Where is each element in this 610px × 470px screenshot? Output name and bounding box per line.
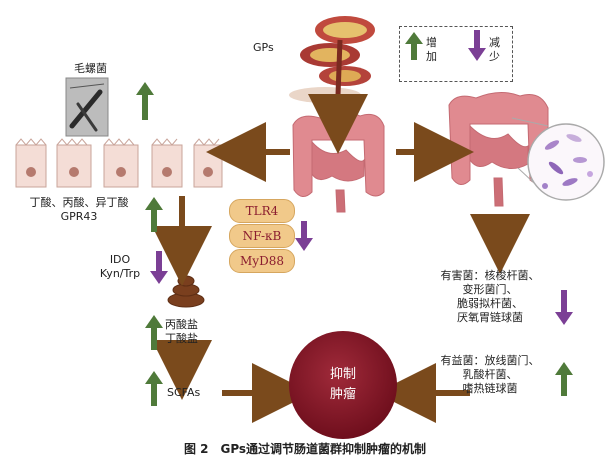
decrease-arrows — [150, 30, 573, 325]
pathway-down-arrow-icon — [295, 221, 313, 251]
bacteria-zoom-icon — [511, 117, 605, 201]
legend-down-arrow-icon — [468, 30, 486, 61]
legend-box — [399, 26, 513, 82]
myd88-pill: MyD88 — [229, 249, 295, 273]
salts-label: 丙酸盐 丁酸盐 — [165, 318, 198, 345]
beneficial-bacteria-label: 有益菌：放线菌门、 乳酸杆菌、 嗜热链球菌 — [440, 354, 540, 395]
gps-label: GPs — [253, 41, 274, 54]
salts-up-arrow-icon — [145, 315, 163, 350]
acids-up-arrow-icon — [145, 197, 163, 232]
tumor-line1: 抑制 — [329, 367, 356, 382]
beneficial-up-arrow-icon — [555, 362, 573, 396]
h-pylori-label: 毛螺菌 — [74, 62, 107, 75]
tumor-inhibition-circle: 抑制 肿瘤 — [289, 331, 397, 439]
intestine-right — [448, 92, 549, 207]
increase-arrows — [136, 32, 573, 406]
mushroom-image — [289, 16, 375, 103]
ido-label: IDO Kyn/Trp — [99, 253, 141, 280]
harmful-down-arrow-icon — [555, 290, 573, 325]
ido-down-arrow-icon — [150, 251, 168, 284]
tumor-line2: 肿瘤 — [329, 387, 356, 402]
figure-caption: 图 2 GPs通过调节肠道菌群抑制肿瘤的机制 — [183, 442, 427, 456]
acids-label: 丁酸、丙酸、异丁酸 GPR43 — [29, 196, 129, 223]
harmful-bacteria-label: 有害菌：核梭杆菌、 变形菌门、 脆弱拟杆菌、 厌氧胃链球菌 — [440, 269, 540, 324]
legend-up-arrow-icon — [405, 32, 423, 60]
feces-icon — [167, 261, 205, 308]
h-pylori-up-arrow-icon — [136, 82, 154, 120]
nfkb-pill: NF-κB — [229, 224, 295, 248]
intestine-center — [292, 111, 385, 213]
bacteria-micrograph — [65, 77, 109, 137]
scfas-up-arrow-icon — [145, 371, 163, 406]
tlr4-pill: TLR4 — [229, 199, 295, 223]
legend-decrease-label: 减少 — [489, 36, 500, 63]
cell-nuclei — [26, 167, 213, 177]
epithelial-cells — [15, 138, 223, 188]
legend-increase-label: 增加 — [426, 36, 437, 63]
scfas-label: SCFAs — [167, 386, 201, 399]
flow-arrows — [152, 94, 530, 423]
